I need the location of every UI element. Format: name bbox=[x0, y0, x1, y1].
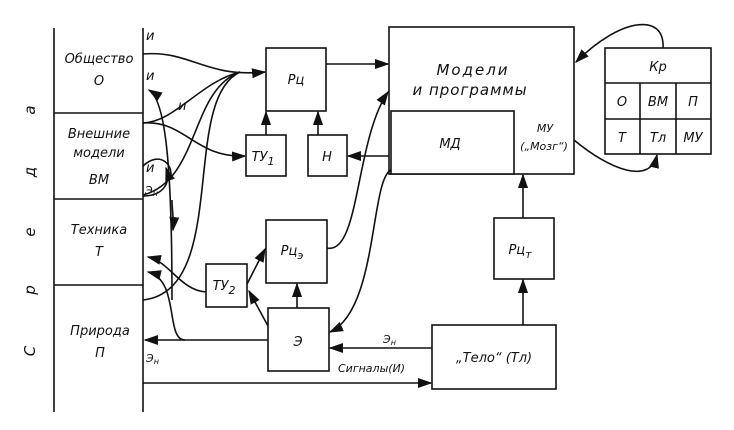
signal-label-i: и bbox=[178, 99, 186, 114]
signal-label-en: Э bbox=[144, 184, 153, 197]
arrow-external-models-to-tu1 bbox=[142, 122, 247, 162]
block-body-label: „Тело“ (Тл) bbox=[456, 351, 532, 366]
block-rc-label: Рц bbox=[288, 73, 305, 88]
signal-label-en: Э bbox=[145, 352, 154, 365]
arrow-e-to-tu2 bbox=[248, 289, 269, 327]
cell-society-title: Общество bbox=[65, 52, 134, 67]
arrow-mu-to-kr bbox=[573, 139, 659, 173]
signal-label-en-sub: н bbox=[391, 338, 396, 347]
arrow-energy-to-society bbox=[147, 89, 173, 301]
block-body: „Тело“ (Тл) bbox=[431, 324, 557, 390]
svg-text:ТУ2: ТУ2 bbox=[213, 279, 236, 297]
kr-table-cell: П bbox=[688, 95, 698, 110]
cell-nature-title: Природа bbox=[70, 324, 130, 339]
block-models-line2: и программы bbox=[412, 81, 527, 99]
block-mu-label: МУ bbox=[537, 122, 554, 135]
block-tu2-sub: 2 bbox=[228, 284, 235, 297]
signal-label-en-sub: н bbox=[153, 189, 158, 198]
vertical-label-letter: д bbox=[21, 167, 39, 178]
block-e-label: Э bbox=[292, 335, 302, 350]
line-external-models-to-rc bbox=[142, 71, 241, 124]
svg-text:Эн: Эн bbox=[145, 352, 159, 366]
block-md: МД bbox=[390, 110, 515, 175]
arrow-down-left bbox=[169, 199, 180, 232]
arrow-tu2-to-rce bbox=[246, 247, 266, 285]
arrow-rce-to-models bbox=[326, 90, 389, 249]
block-rce-sub: э bbox=[297, 249, 303, 262]
block-tu1-label: ТУ bbox=[252, 150, 269, 165]
signal-label-i: и bbox=[146, 29, 154, 44]
arrow-kr-to-models bbox=[574, 23, 664, 64]
vertical-label-letter: а bbox=[21, 105, 39, 114]
arrow-society-to-rc bbox=[142, 52, 267, 79]
block-rct-sub: т bbox=[525, 248, 532, 261]
vertical-label-letter: С bbox=[21, 345, 39, 356]
signal-label-en: Э bbox=[382, 333, 391, 346]
block-e: Э bbox=[267, 307, 330, 372]
block-rct-label: Рц bbox=[508, 243, 525, 258]
signal-labels: и и и и Эн Эн Эн Сигналы(И) bbox=[144, 29, 405, 375]
block-md-label: МД bbox=[439, 137, 460, 152]
block-tu2-label: ТУ bbox=[213, 279, 230, 294]
signal-label-i: и bbox=[146, 69, 154, 84]
cell-nature-symbol: П bbox=[95, 346, 105, 361]
arrow-energy-to-vm bbox=[142, 166, 175, 197]
block-rce: Рцэ bbox=[265, 219, 328, 284]
svg-text:Эн: Эн bbox=[382, 333, 396, 347]
kr-table: Кр О ВМ П Т Тл МУ bbox=[604, 47, 712, 155]
vertical-label-letter: р bbox=[21, 285, 39, 296]
cell-external-models-symbol: ВМ bbox=[89, 173, 109, 188]
block-n: Н bbox=[307, 134, 348, 177]
kr-table-cell: Тл bbox=[650, 131, 666, 146]
block-tu2: ТУ2 bbox=[205, 263, 248, 308]
block-tu1-sub: 1 bbox=[267, 155, 274, 168]
line-technology-to-rc bbox=[142, 71, 241, 196]
block-rce-label: Рц bbox=[281, 244, 298, 259]
block-rct: Рцт bbox=[493, 217, 555, 280]
svg-text:Эн: Эн bbox=[144, 184, 158, 198]
vertical-label-letter: е bbox=[21, 227, 39, 236]
cell-technology-title: Техника bbox=[71, 223, 127, 238]
kr-table-cell: Т bbox=[618, 131, 627, 146]
svg-text:Рцэ: Рцэ bbox=[281, 244, 304, 262]
connectors bbox=[142, 23, 664, 389]
cell-technology-symbol: Т bbox=[95, 245, 104, 260]
signal-label-signals: Сигналы(И) bbox=[338, 362, 405, 375]
signal-label-i: и bbox=[146, 161, 154, 176]
kr-table-header: Кр bbox=[649, 60, 666, 75]
kr-table-cell: МУ bbox=[683, 131, 703, 146]
block-rc: Рц bbox=[265, 47, 327, 112]
block-models-line1: Модели bbox=[436, 61, 509, 79]
block-tu1: ТУ1 bbox=[245, 134, 287, 177]
cell-external-models-title-2: модели bbox=[73, 146, 125, 161]
cell-society-symbol: О bbox=[94, 74, 104, 89]
svg-text:ТУ1: ТУ1 bbox=[252, 150, 275, 168]
environment-column: С р е д а Общество О Внешние модели ВМ Т… bbox=[21, 28, 144, 412]
cell-external-models-title: Внешние bbox=[68, 127, 130, 142]
arrow-energy-to-technology bbox=[146, 270, 186, 341]
arrow-models-to-e bbox=[328, 169, 392, 333]
arrow-tu2-to-technology bbox=[146, 254, 207, 293]
block-n-label: Н bbox=[322, 150, 332, 165]
signal-label-en-sub: н bbox=[154, 357, 159, 366]
line-nature-to-rc bbox=[142, 71, 241, 301]
kr-table-cell: ВМ bbox=[648, 95, 668, 110]
svg-text:Рцт: Рцт bbox=[508, 243, 532, 261]
block-mu-brain-label: („Мозг“) bbox=[520, 140, 568, 153]
kr-table-cell: О bbox=[617, 95, 627, 110]
